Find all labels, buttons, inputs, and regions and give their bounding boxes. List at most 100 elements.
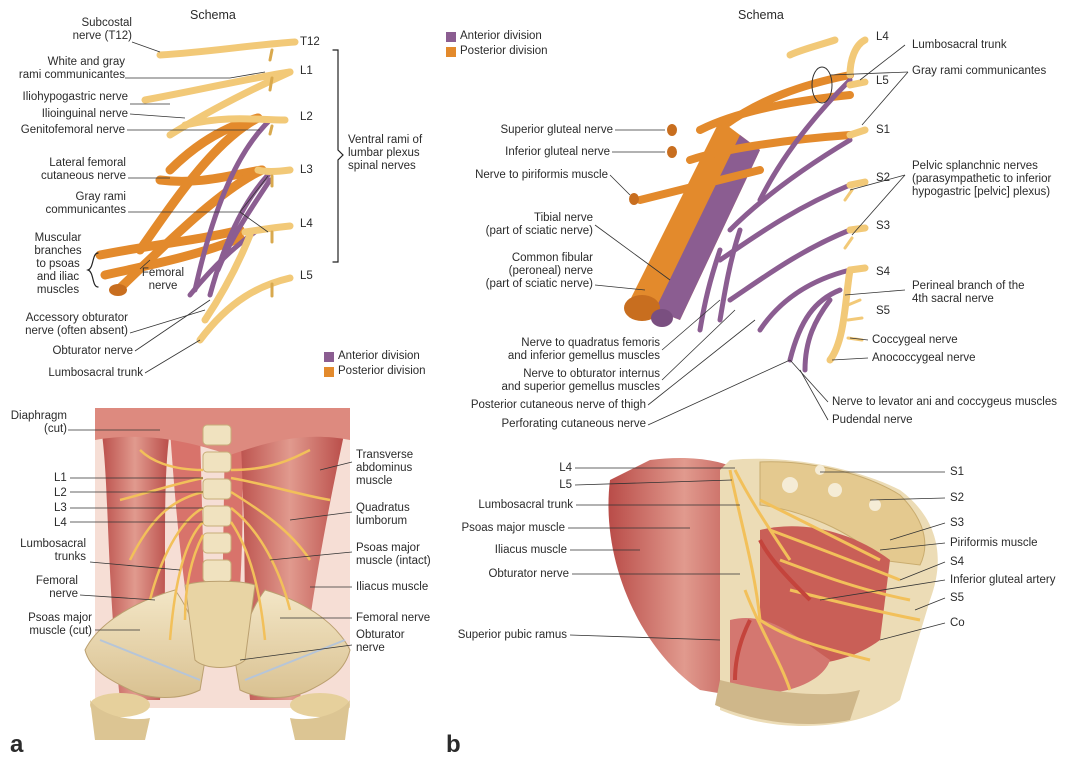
label-nerve-levator-ani: Nerve to levator ani and coccygeus muscl… xyxy=(832,396,1057,409)
label-line: Accessory obturator xyxy=(0,312,128,325)
label-line: muscle xyxy=(356,475,413,488)
label-line: nerve (often absent) xyxy=(0,325,128,338)
panel-a-schema xyxy=(88,42,343,340)
panel-b-illustration xyxy=(608,458,937,726)
label-b-l4: L4 xyxy=(530,462,572,475)
label-b-obturator-nerve: Obturator nerve xyxy=(420,568,569,581)
label-femoral-nerve-a-right: Femoral nerve xyxy=(356,612,430,625)
level-b-l5: L5 xyxy=(876,75,889,88)
label-line: (parasympathetic to inferior xyxy=(912,173,1051,186)
label-b-s4: S4 xyxy=(950,556,964,569)
level-b-s4: S4 xyxy=(876,266,890,279)
label-obturator-nerve-a: Obturator nerve xyxy=(356,629,405,655)
label-line: and superior gemellus muscles xyxy=(440,381,660,394)
label-lateral-femoral-cutaneous: Lateral femoral cutaneous nerve xyxy=(20,157,126,183)
panel-b-schema xyxy=(624,40,865,370)
label-superior-gluteal: Superior gluteal nerve xyxy=(440,124,613,137)
legend-b-anterior-label: Anterior division xyxy=(460,30,542,43)
label-diaphragm: Diaphragm (cut) xyxy=(5,410,67,436)
label-line: hypogastric [pelvic] plexus) xyxy=(912,186,1051,199)
label-coccygeal-nerve: Coccygeal nerve xyxy=(872,334,958,347)
level-l1: L1 xyxy=(300,65,313,78)
label-psoas-cut: Psoas major muscle (cut) xyxy=(2,612,92,638)
label-white-gray-rami: White and gray rami communicantes xyxy=(10,56,125,82)
label-b-superior-pubic-ramus: Superior pubic ramus xyxy=(420,629,567,642)
label-iliacus-muscle-a: Iliacus muscle xyxy=(356,581,428,594)
label-line: Nerve to quadratus femoris xyxy=(440,337,660,350)
label-line: Subcostal xyxy=(40,17,132,30)
legend-b-anterior-swatch xyxy=(446,32,456,42)
label-b-s3: S3 xyxy=(950,517,964,530)
label-line: Femoral xyxy=(10,575,78,588)
label-line: Nerve to obturator internus xyxy=(440,368,660,381)
label-a-l1: L1 xyxy=(54,472,67,485)
label-pudendal-nerve: Pudendal nerve xyxy=(832,414,913,427)
label-line: branches xyxy=(28,245,88,258)
label-anococcygeal-nerve: Anococcygeal nerve xyxy=(872,352,976,365)
level-b-s3: S3 xyxy=(876,220,890,233)
label-quadratus-lumborum: Quadratus lumborum xyxy=(356,502,410,528)
label-muscular-branches: Muscular branches to psoas and iliac mus… xyxy=(28,232,88,297)
legend-anterior-swatch xyxy=(324,352,334,362)
label-gray-rami-b: Gray rami communicantes xyxy=(912,65,1046,78)
label-b-s2: S2 xyxy=(950,492,964,505)
label-obturator-nerve-schema: Obturator nerve xyxy=(10,345,133,358)
legend-b-posterior-label: Posterior division xyxy=(460,45,548,58)
label-line: Perineal branch of the xyxy=(912,280,1025,293)
label-b-piriformis-muscle: Piriformis muscle xyxy=(950,537,1038,550)
level-l5: L5 xyxy=(300,270,313,283)
label-line: to psoas xyxy=(28,258,88,271)
legend-anterior-label: Anterior division xyxy=(338,350,420,363)
label-line: spinal nerves xyxy=(348,160,422,173)
label-line: Muscular xyxy=(28,232,88,245)
label-line: nerve xyxy=(10,588,78,601)
label-lumbosacral-trunk-b: Lumbosacral trunk xyxy=(912,39,1007,52)
label-a-l3: L3 xyxy=(54,502,67,515)
label-line: Lateral femoral xyxy=(20,157,126,170)
label-line: 4th sacral nerve xyxy=(912,293,1025,306)
label-b-s5: S5 xyxy=(950,592,964,605)
level-b-l4: L4 xyxy=(876,31,889,44)
label-line: abdominus xyxy=(356,462,413,475)
panel-a-illustration xyxy=(85,408,350,740)
level-b-s2: S2 xyxy=(876,172,890,185)
label-nerve-quadratus-femoris: Nerve to quadratus femoris and inferior … xyxy=(440,337,660,363)
label-b-psoas-major: Psoas major muscle xyxy=(420,522,565,535)
label-line: Tibial nerve xyxy=(440,212,593,225)
label-transverse-abdominus: Transverse abdominus muscle xyxy=(356,449,413,488)
label-b-iliacus: Iliacus muscle xyxy=(420,544,567,557)
label-line: White and gray xyxy=(10,56,125,69)
label-nerve-to-piriformis: Nerve to piriformis muscle xyxy=(440,169,608,182)
label-line: trunks xyxy=(2,551,86,564)
label-perineal-branch: Perineal branch of the 4th sacral nerve xyxy=(912,280,1025,306)
level-t12: T12 xyxy=(300,36,320,49)
label-line: rami communicantes xyxy=(10,69,125,82)
level-l2: L2 xyxy=(300,111,313,124)
label-b-l5: L5 xyxy=(530,479,572,492)
label-a-l2: L2 xyxy=(54,487,67,500)
label-line: muscle (cut) xyxy=(2,625,92,638)
label-lumbosacral-trunks: Lumbosacral trunks xyxy=(2,538,86,564)
label-b-inferior-gluteal-artery: Inferior gluteal artery xyxy=(950,574,1055,587)
label-inferior-gluteal: Inferior gluteal nerve xyxy=(440,146,610,159)
legend-b-posterior-swatch xyxy=(446,47,456,57)
label-tibial-nerve: Tibial nerve (part of sciatic nerve) xyxy=(440,212,593,238)
label-line: Psoas major xyxy=(2,612,92,625)
label-pelvic-splanchnic: Pelvic splanchnic nerves (parasympatheti… xyxy=(912,160,1051,199)
label-line: cutaneous nerve xyxy=(20,170,126,183)
label-line: nerve (T12) xyxy=(40,30,132,43)
label-line: (part of sciatic nerve) xyxy=(440,225,593,238)
label-genitofemoral-nerve: Genitofemoral nerve xyxy=(0,124,125,137)
panel-a-letter: a xyxy=(10,738,23,751)
label-line: nerve xyxy=(356,642,405,655)
level-b-s1: S1 xyxy=(876,124,890,137)
label-line: and iliac xyxy=(28,271,88,284)
label-lumbosacral-trunk-schema: Lumbosacral trunk xyxy=(10,367,143,380)
label-b-lumbosacral-trunk: Lumbosacral trunk xyxy=(430,499,573,512)
panel-b-letter: b xyxy=(446,738,461,751)
label-line: Common fibular xyxy=(440,252,593,265)
label-gray-rami-communicantes: Gray rami communicantes xyxy=(20,191,126,217)
label-line: lumbar plexus xyxy=(348,147,422,160)
label-line: nerve xyxy=(138,280,188,293)
label-iliohypogastric-nerve: Iliohypogastric nerve xyxy=(0,91,128,104)
